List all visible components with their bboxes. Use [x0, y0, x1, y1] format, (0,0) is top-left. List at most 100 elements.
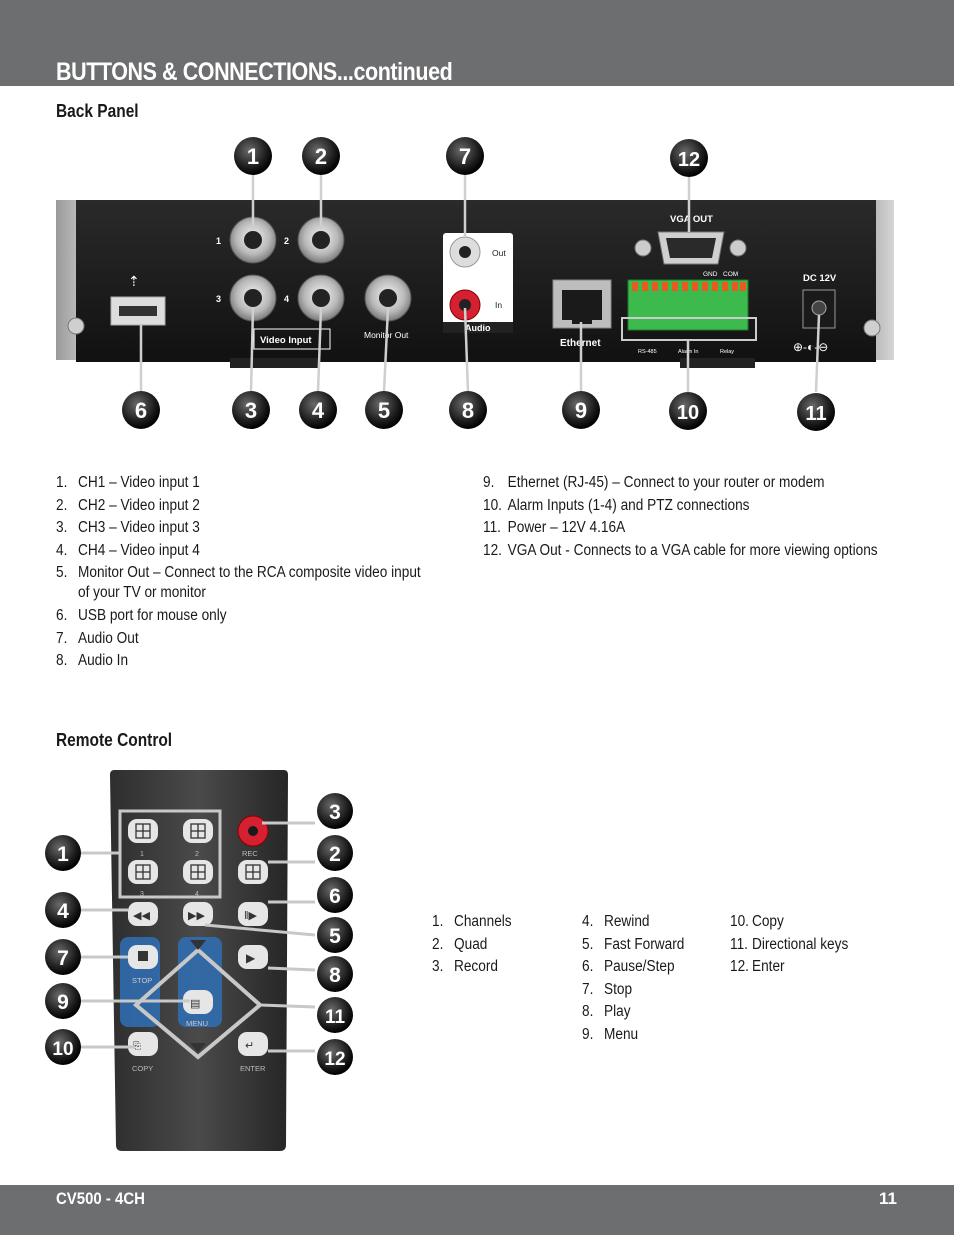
callout-ball-9: [562, 391, 600, 429]
pause-step-button: [238, 902, 268, 926]
enter-icon: ↵: [245, 1040, 254, 1052]
remote-list-col3: 10.Copy 11.Directional keys 12.Enter: [730, 911, 864, 979]
label-vga-out: VGA OUT: [670, 214, 713, 225]
callout-ball-11: [317, 997, 353, 1033]
list-item: 7.Audio Out: [56, 629, 139, 647]
label-audio: Audio: [465, 323, 491, 333]
callout-6: 6: [329, 885, 341, 908]
list-item: 2.Quad: [432, 935, 488, 953]
header-bar: [0, 0, 954, 86]
callout-11: 11: [805, 403, 826, 425]
pause-step-icon: ‖▶: [244, 910, 258, 922]
list-item: 2.CH2 – Video input 2: [56, 496, 200, 514]
bnc-ch4: [297, 274, 345, 322]
enter-button: [238, 1032, 268, 1056]
label-ch3: 3: [140, 891, 144, 898]
callout-ball-9: [45, 983, 81, 1019]
stop-icon: [138, 951, 148, 961]
callout-ball-12: [670, 139, 708, 177]
label-video-input: Video Input: [260, 335, 312, 346]
label-dc12v: DC 12V: [803, 273, 837, 284]
label-enter: ENTER: [240, 1064, 266, 1073]
callout-12: 12: [678, 149, 700, 171]
bnc-ch2: [297, 216, 345, 264]
label-copy: COPY: [132, 1064, 153, 1073]
bnc-ch3: [229, 274, 277, 322]
menu-button: [183, 990, 213, 1014]
callout-3: 3: [245, 398, 257, 423]
callout-1: 1: [57, 843, 69, 866]
callout-9: 9: [57, 991, 69, 1014]
callout-ball-2: [317, 835, 353, 871]
label-ch2: 2: [284, 236, 289, 246]
rewind-button: [128, 902, 158, 926]
callout-ball-4: [45, 892, 81, 928]
play-icon: ▶: [246, 951, 256, 965]
list-item: 8.Audio In: [56, 652, 129, 669]
label-ch2: 2: [195, 851, 199, 858]
callout-ball-3: [317, 793, 353, 829]
label-ch4: 4: [284, 294, 289, 304]
list-item: 5.Fast Forward: [582, 935, 685, 953]
callout-ball-6: [317, 877, 353, 913]
callout-2: 2: [329, 843, 341, 866]
list-item: 11.Power – 12V 4.16A: [483, 519, 626, 536]
label-ch3: 3: [216, 294, 221, 304]
label-audio-in: In: [495, 300, 502, 310]
callout-ball-5: [365, 391, 403, 429]
fast-forward-icon: ▶▶: [188, 910, 205, 922]
callout-10: 10: [52, 1039, 73, 1060]
callout-ball-4: [299, 391, 337, 429]
list-item: 7.Stop: [582, 980, 633, 998]
callout-ball-7: [45, 939, 81, 975]
footer-model: CV500 - 4CH: [56, 1189, 145, 1208]
callout-ball-8: [449, 391, 487, 429]
callout-12: 12: [324, 1049, 345, 1070]
list-item: 11.Directional keys: [730, 935, 849, 953]
callout-7: 7: [459, 144, 471, 169]
callout-4: 4: [312, 398, 325, 423]
remote-list-col2: 4.Rewind 5.Fast Forward 6.Pause/Step 7.S…: [582, 911, 698, 1046]
list-item: 12.Enter: [730, 958, 785, 975]
callout-ball-1: [234, 137, 272, 175]
menu-icon: ▤: [190, 998, 200, 1010]
down-arrow-icon: [190, 1043, 206, 1053]
list-item: 1.CH1 – Video input 1: [56, 474, 200, 491]
callout-5: 5: [329, 925, 341, 948]
list-item: 12.VGA Out - Connects to a VGA cable for…: [483, 541, 878, 559]
play-button: [238, 945, 268, 969]
back-panel-heading: Back Panel: [56, 101, 139, 121]
callout-ball-6: [122, 391, 160, 429]
page-title: BUTTONS & CONNECTIONS...continued: [56, 58, 453, 86]
list-item: 9.Ethernet (RJ-45) – Connect to your rou…: [483, 474, 825, 491]
fast-forward-button: [183, 902, 213, 926]
copy-button: [128, 1032, 158, 1056]
bnc-ch1: [229, 216, 277, 264]
callout-ball-7: [446, 137, 484, 175]
callout-11: 11: [325, 1007, 346, 1028]
list-item: 4.Rewind: [582, 913, 650, 930]
label-menu: MENU: [186, 1019, 208, 1028]
list-item: 3.CH3 – Video input 3: [56, 519, 200, 536]
list-item: 4.CH4 – Video input 4: [56, 541, 200, 559]
callout-ball-1: [45, 835, 81, 871]
page-number: 11: [879, 1189, 897, 1208]
list-item: 6.Pause/Step: [582, 958, 675, 975]
callout-8: 8: [329, 964, 341, 987]
callout-5: 5: [378, 398, 390, 423]
footer-bar: [0, 1185, 954, 1235]
callout-ball-8: [317, 956, 353, 992]
label-rs485: RS-485: [638, 349, 657, 355]
callout-4: 4: [57, 900, 69, 923]
remote-diagram: 1 2 3 4 REC ◀◀ ▶▶ ‖▶ STOP ▶ ▤ MENU ⎘ COP…: [45, 770, 353, 1151]
callout-2: 2: [315, 144, 327, 169]
list-item: 5.Monitor Out – Connect to the RCA compo…: [56, 564, 421, 601]
label-relay: Relay: [720, 349, 734, 355]
callout-3: 3: [329, 801, 341, 824]
label-rec: REC: [242, 849, 258, 858]
label-gnd: GND: [703, 271, 718, 278]
callout-7: 7: [57, 947, 69, 970]
callout-8: 8: [462, 398, 474, 423]
callout-ball-10: [45, 1029, 81, 1065]
callout-ball-11: [797, 393, 835, 431]
